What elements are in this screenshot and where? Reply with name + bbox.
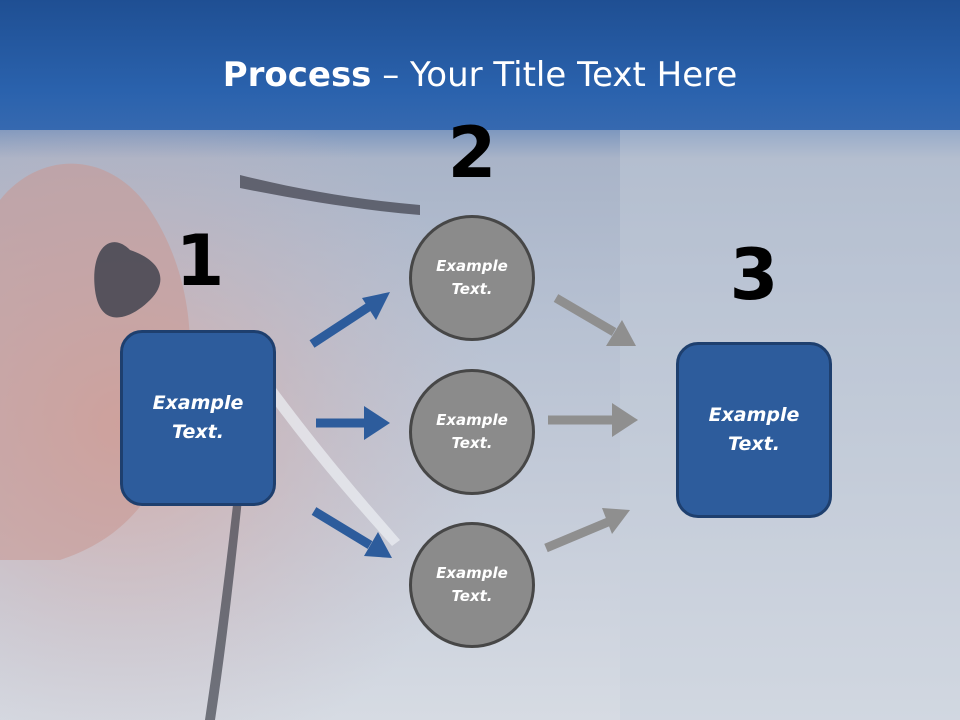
gray-arrow-top — [553, 294, 636, 346]
step-3-text: Example Text. — [708, 404, 800, 455]
step-number-1: 1 — [175, 220, 225, 302]
title-bold: Process — [222, 55, 372, 95]
circle-top[interactable]: Example Text. — [409, 215, 535, 341]
arrow-to-middle-circle — [316, 406, 390, 440]
circle-middle-text: Example Text. — [436, 411, 508, 452]
gray-arrow-middle — [548, 403, 638, 437]
arrow-to-bottom-circle — [311, 507, 392, 558]
circle-bottom-text: Example Text. — [436, 564, 508, 605]
circle-bottom[interactable]: Example Text. — [409, 522, 535, 648]
slide-title: Process – Your Title Text Here — [0, 52, 960, 98]
title-band — [0, 0, 960, 130]
step-number-3: 3 — [729, 234, 779, 316]
title-rest: – Your Title Text Here — [371, 55, 738, 95]
gray-arrow-bottom — [544, 508, 630, 553]
step-1-text: Example Text. — [152, 392, 244, 443]
step-3-box[interactable]: Example Text. — [676, 342, 832, 518]
step-number-2: 2 — [447, 112, 497, 194]
circle-top-text: Example Text. — [436, 257, 508, 298]
circle-middle[interactable]: Example Text. — [409, 369, 535, 495]
step-1-box[interactable]: Example Text. — [120, 330, 276, 506]
arrow-to-top-circle — [309, 292, 390, 348]
